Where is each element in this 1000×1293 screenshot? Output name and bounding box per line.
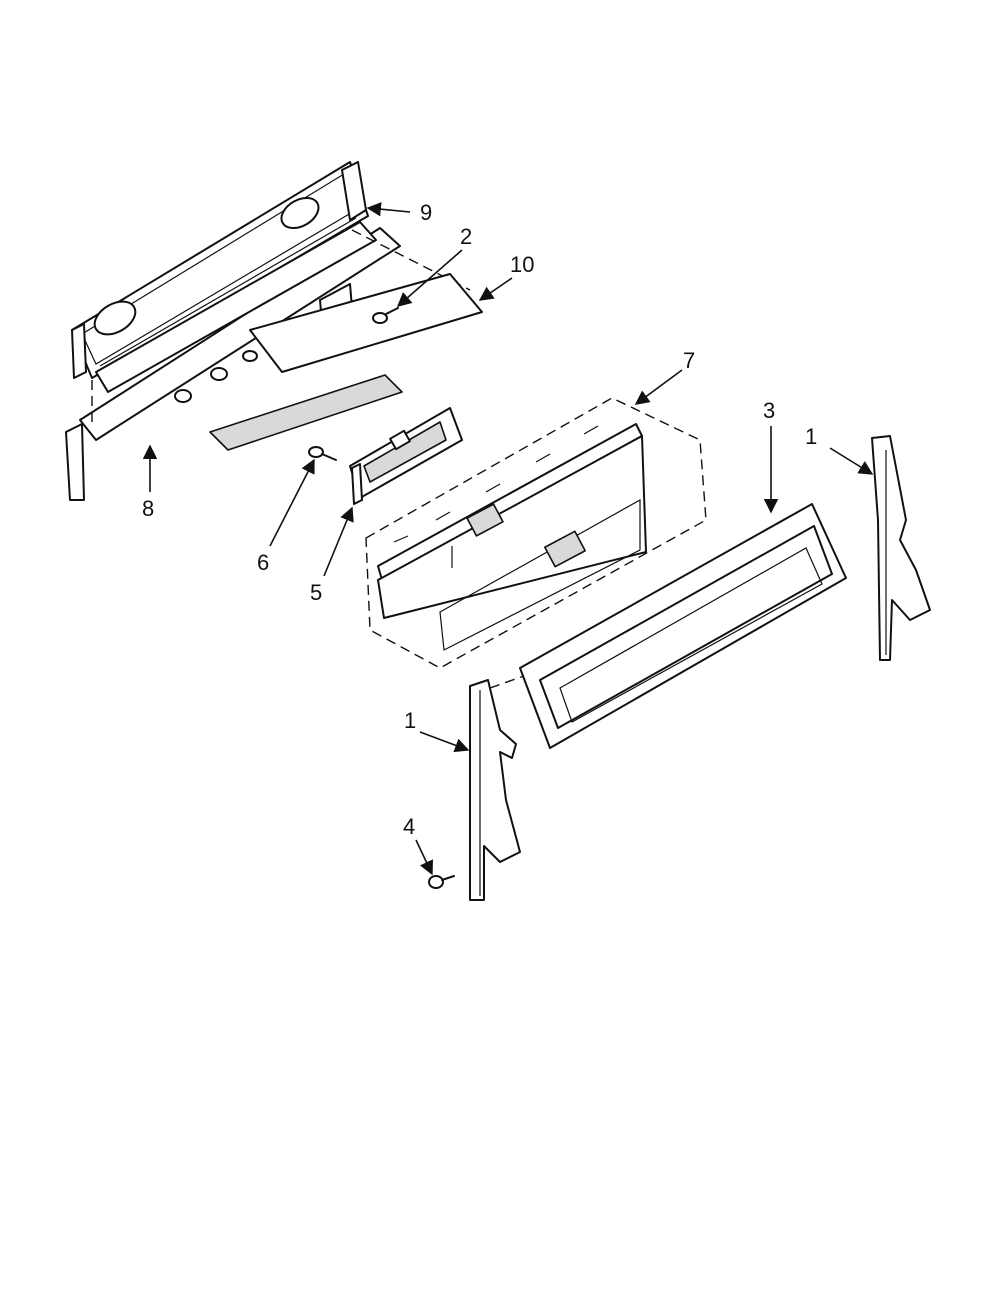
part-5-control-board xyxy=(349,407,463,505)
leader-5 xyxy=(323,506,354,577)
callout-6: 6 xyxy=(257,550,269,575)
part-1-end-cap-right xyxy=(871,435,931,661)
part-10-shield xyxy=(209,273,483,451)
callout-1-right: 1 xyxy=(805,424,817,449)
leader-1-left xyxy=(419,731,470,753)
callout-5: 5 xyxy=(310,580,322,605)
part-6-screw xyxy=(308,446,337,461)
leader-2 xyxy=(396,249,463,307)
callout-7: 7 xyxy=(683,348,695,373)
leader-1-right xyxy=(829,447,874,475)
callout-8: 8 xyxy=(142,496,154,521)
callout-9: 9 xyxy=(420,200,432,225)
part-7-control-panel-assembly xyxy=(365,397,707,669)
leader-7 xyxy=(634,369,683,405)
callout-2: 2 xyxy=(460,224,472,249)
leader-4 xyxy=(415,839,433,876)
callout-1-left: 1 xyxy=(404,708,416,733)
leader-10 xyxy=(478,277,513,301)
leader-lines xyxy=(142,202,874,876)
part-1-end-cap-left xyxy=(469,675,525,901)
leader-9 xyxy=(366,202,411,217)
part-4-screw xyxy=(428,875,455,889)
part-2-screw xyxy=(372,307,399,324)
callout-10: 10 xyxy=(510,252,534,277)
part-8-console-plate xyxy=(65,221,471,501)
callout-3: 3 xyxy=(763,398,775,423)
part-3-trim-frame xyxy=(519,503,847,749)
part-9-control-panel-rear xyxy=(71,161,369,379)
callout-4: 4 xyxy=(403,814,415,839)
callout-labels: 9 2 10 8 7 3 1 6 5 1 4 xyxy=(142,200,817,839)
leader-6 xyxy=(269,458,315,547)
